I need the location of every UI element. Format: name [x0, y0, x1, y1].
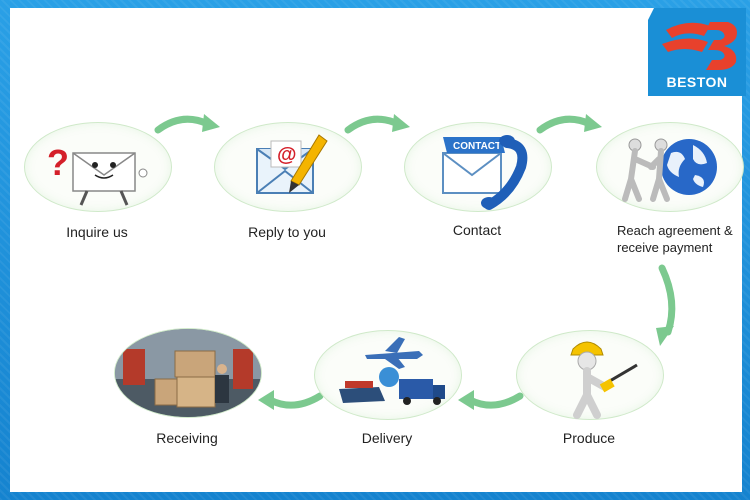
step-contact: CONTACT — [404, 122, 552, 212]
step-delivery — [314, 330, 462, 420]
step-receiving — [114, 328, 262, 418]
arrow-4 — [656, 264, 676, 346]
warehouse-boxes-photo — [115, 329, 261, 417]
label-delivery: Delivery — [361, 430, 413, 446]
contact-phone-icon: CONTACT — [442, 135, 528, 210]
label-inquire: Inquire us — [66, 224, 128, 240]
svg-text:@: @ — [277, 144, 297, 166]
label-agreement-line1: Reach agreement & — [617, 223, 733, 238]
step-agreement — [596, 122, 744, 212]
logo-mark-icon — [662, 22, 737, 70]
arrow-6 — [258, 390, 324, 410]
email-pencil-icon: @ — [256, 134, 328, 194]
worker-screwdriver-icon — [570, 341, 638, 419]
svg-text:?: ? — [47, 142, 69, 183]
arrow-2 — [344, 114, 410, 134]
step-reply: @ — [214, 122, 362, 212]
arrow-5 — [458, 390, 524, 410]
plane-ship-truck-icon — [339, 337, 445, 405]
arrow-3 — [536, 114, 602, 134]
label-produce: Produce — [562, 430, 616, 446]
label-receiving: Receiving — [156, 430, 218, 446]
step-inquire: ? — [24, 122, 172, 212]
label-contact: Contact — [452, 222, 502, 238]
label-agreement: Reach agreement & receive payment — [617, 222, 745, 256]
beston-logo: BESTON — [648, 8, 746, 96]
step-produce — [516, 330, 664, 420]
question-envelope-icon: ? — [47, 142, 148, 206]
label-agreement-line2: receive payment — [617, 240, 713, 255]
svg-text:CONTACT: CONTACT — [453, 141, 501, 152]
logo-text: BESTON — [666, 74, 728, 90]
label-reply: Reply to you — [248, 224, 326, 240]
handshake-globe-icon — [622, 138, 717, 202]
arrow-1 — [154, 114, 220, 134]
